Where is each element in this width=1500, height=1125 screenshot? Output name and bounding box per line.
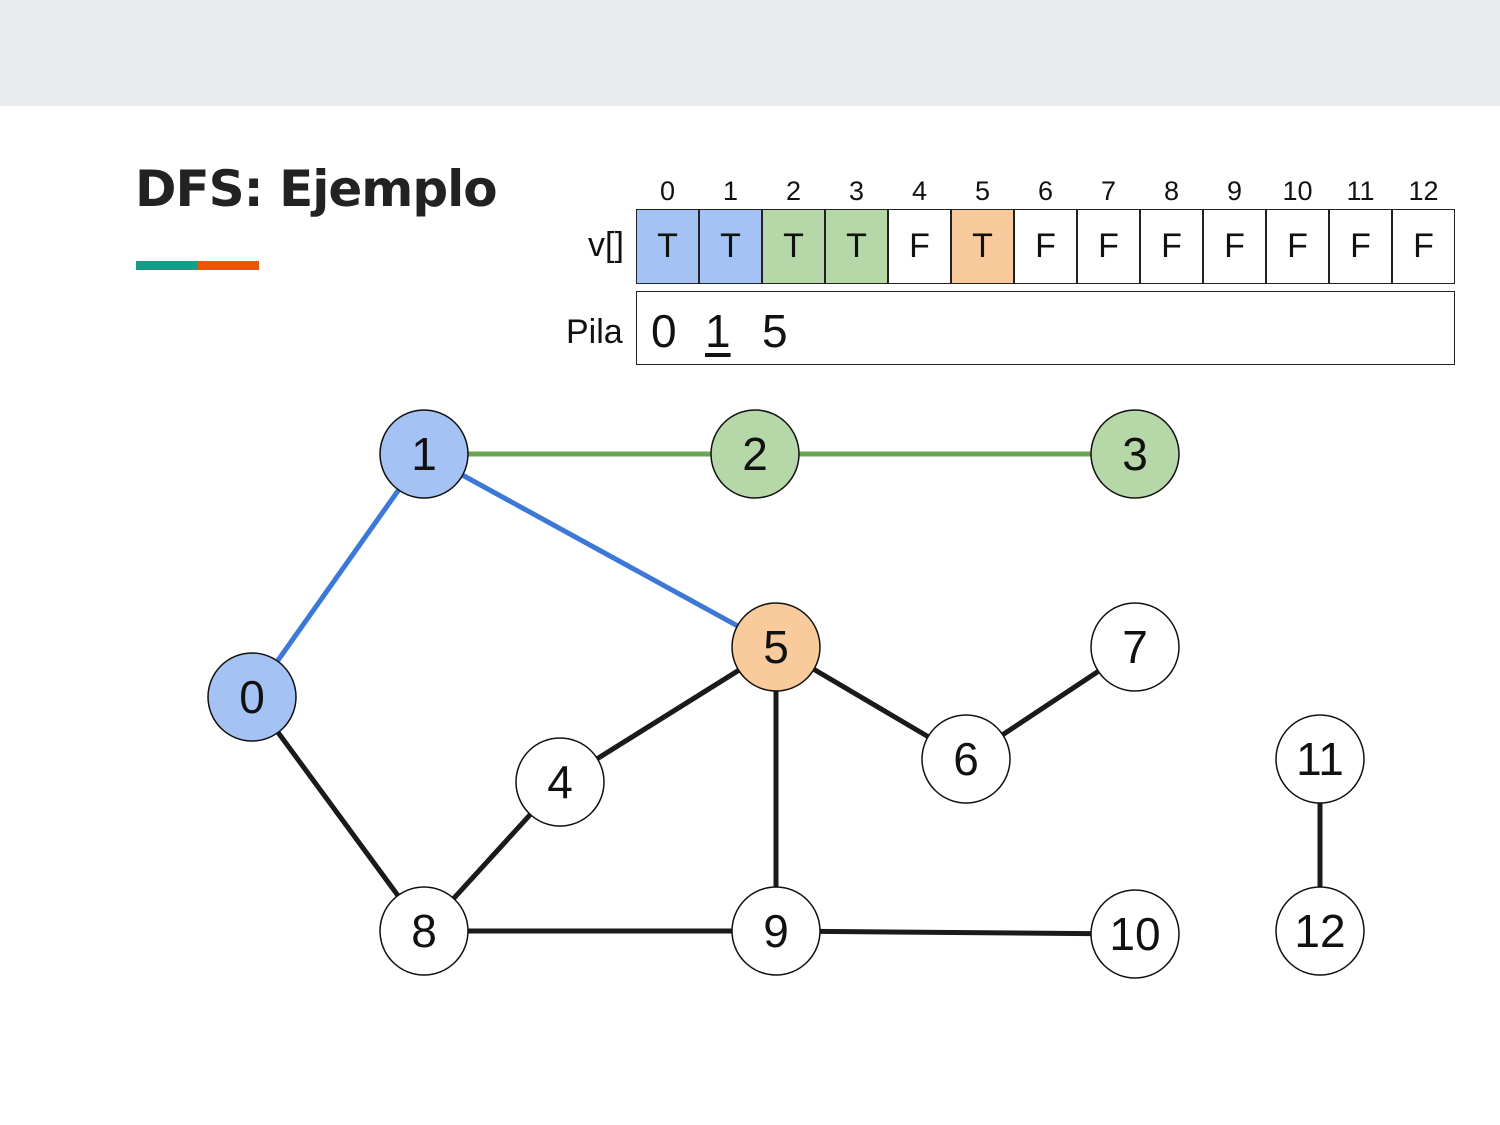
visited-cell-8: F [1140, 209, 1203, 284]
title-accent-orange [198, 261, 259, 270]
visited-cell-9: F [1203, 209, 1266, 284]
visited-cell-7: F [1077, 209, 1140, 284]
index-label-4: 4 [911, 176, 928, 206]
index-label-8: 8 [1163, 176, 1180, 206]
node-label-8: 8 [411, 905, 437, 957]
node-label-7: 7 [1122, 621, 1148, 673]
index-label-1: 1 [722, 176, 739, 206]
visited-cell-12: F [1392, 209, 1455, 284]
index-label-6: 6 [1037, 176, 1054, 206]
node-3: 3 [1090, 409, 1180, 499]
node-10: 10 [1090, 889, 1180, 979]
node-circle-3 [1090, 409, 1180, 499]
node-label-0: 0 [239, 671, 265, 723]
node-label-5: 5 [763, 621, 789, 673]
index-label-9: 9 [1226, 176, 1243, 206]
title-accent-teal [136, 261, 198, 270]
node-11: 11 [1275, 714, 1365, 804]
index-label-2: 2 [785, 176, 802, 206]
node-label-1: 1 [411, 428, 437, 480]
index-label-10: 10 [1282, 176, 1313, 206]
edge-1-5 [422, 451, 778, 650]
node-2: 2 [710, 409, 800, 499]
index-label-5: 5 [974, 176, 991, 206]
visited-cell-2: T [762, 209, 825, 284]
node-label-12: 12 [1294, 905, 1345, 957]
node-9: 9 [731, 886, 821, 976]
node-circle-1 [379, 409, 469, 499]
node-circle-7 [1090, 602, 1180, 692]
stack-item-5: 5 [762, 305, 788, 357]
visited-cell-3: T [825, 209, 888, 284]
node-circle-11 [1275, 714, 1365, 804]
stack-item-0: 0 [651, 305, 677, 357]
slide-title: DFS: Ejemplo [135, 160, 498, 218]
edge-9-10 [775, 928, 1136, 937]
top-band [0, 0, 1500, 106]
node-circle-4 [515, 737, 605, 827]
stack-label: Pila [566, 313, 623, 351]
edge-0-8 [249, 695, 427, 933]
node-label-4: 4 [547, 756, 573, 808]
node-0: 0 [207, 652, 297, 742]
node-label-3: 3 [1122, 428, 1148, 480]
index-label-7: 7 [1100, 176, 1117, 206]
index-label-3: 3 [848, 176, 865, 206]
visited-cell-11: F [1329, 209, 1392, 284]
node-circle-8 [379, 886, 469, 976]
index-label-12: 12 [1408, 176, 1439, 206]
visited-cell-1: T [699, 209, 762, 284]
node-circle-6 [921, 714, 1011, 804]
node-label-10: 10 [1109, 908, 1160, 960]
node-label-9: 9 [763, 905, 789, 957]
node-circle-9 [731, 886, 821, 976]
node-label-11: 11 [1296, 733, 1344, 785]
index-label-11: 11 [1346, 176, 1375, 206]
node-circle-12 [1275, 886, 1365, 976]
stack-item-1: 1 [705, 305, 731, 357]
node-circle-5 [731, 602, 821, 692]
node-circle-10 [1090, 889, 1180, 979]
visited-cell-10: F [1266, 209, 1329, 284]
visited-cell-6: F [1014, 209, 1077, 284]
visited-cell-4: F [888, 209, 951, 284]
node-8: 8 [379, 886, 469, 976]
index-label-0: 0 [659, 176, 676, 206]
node-label-6: 6 [953, 733, 979, 785]
visited-cell-0: T [636, 209, 699, 284]
node-circle-2 [710, 409, 800, 499]
node-6: 6 [921, 714, 1011, 804]
visited-array-label: v[] [588, 226, 624, 264]
node-12: 12 [1275, 886, 1365, 976]
node-5: 5 [731, 602, 821, 692]
node-4: 4 [515, 737, 605, 827]
node-7: 7 [1090, 602, 1180, 692]
node-circle-0 [207, 652, 297, 742]
node-1: 1 [379, 409, 469, 499]
visited-cell-5: T [951, 209, 1014, 284]
node-label-2: 2 [742, 428, 768, 480]
edge-0-1 [249, 452, 427, 699]
